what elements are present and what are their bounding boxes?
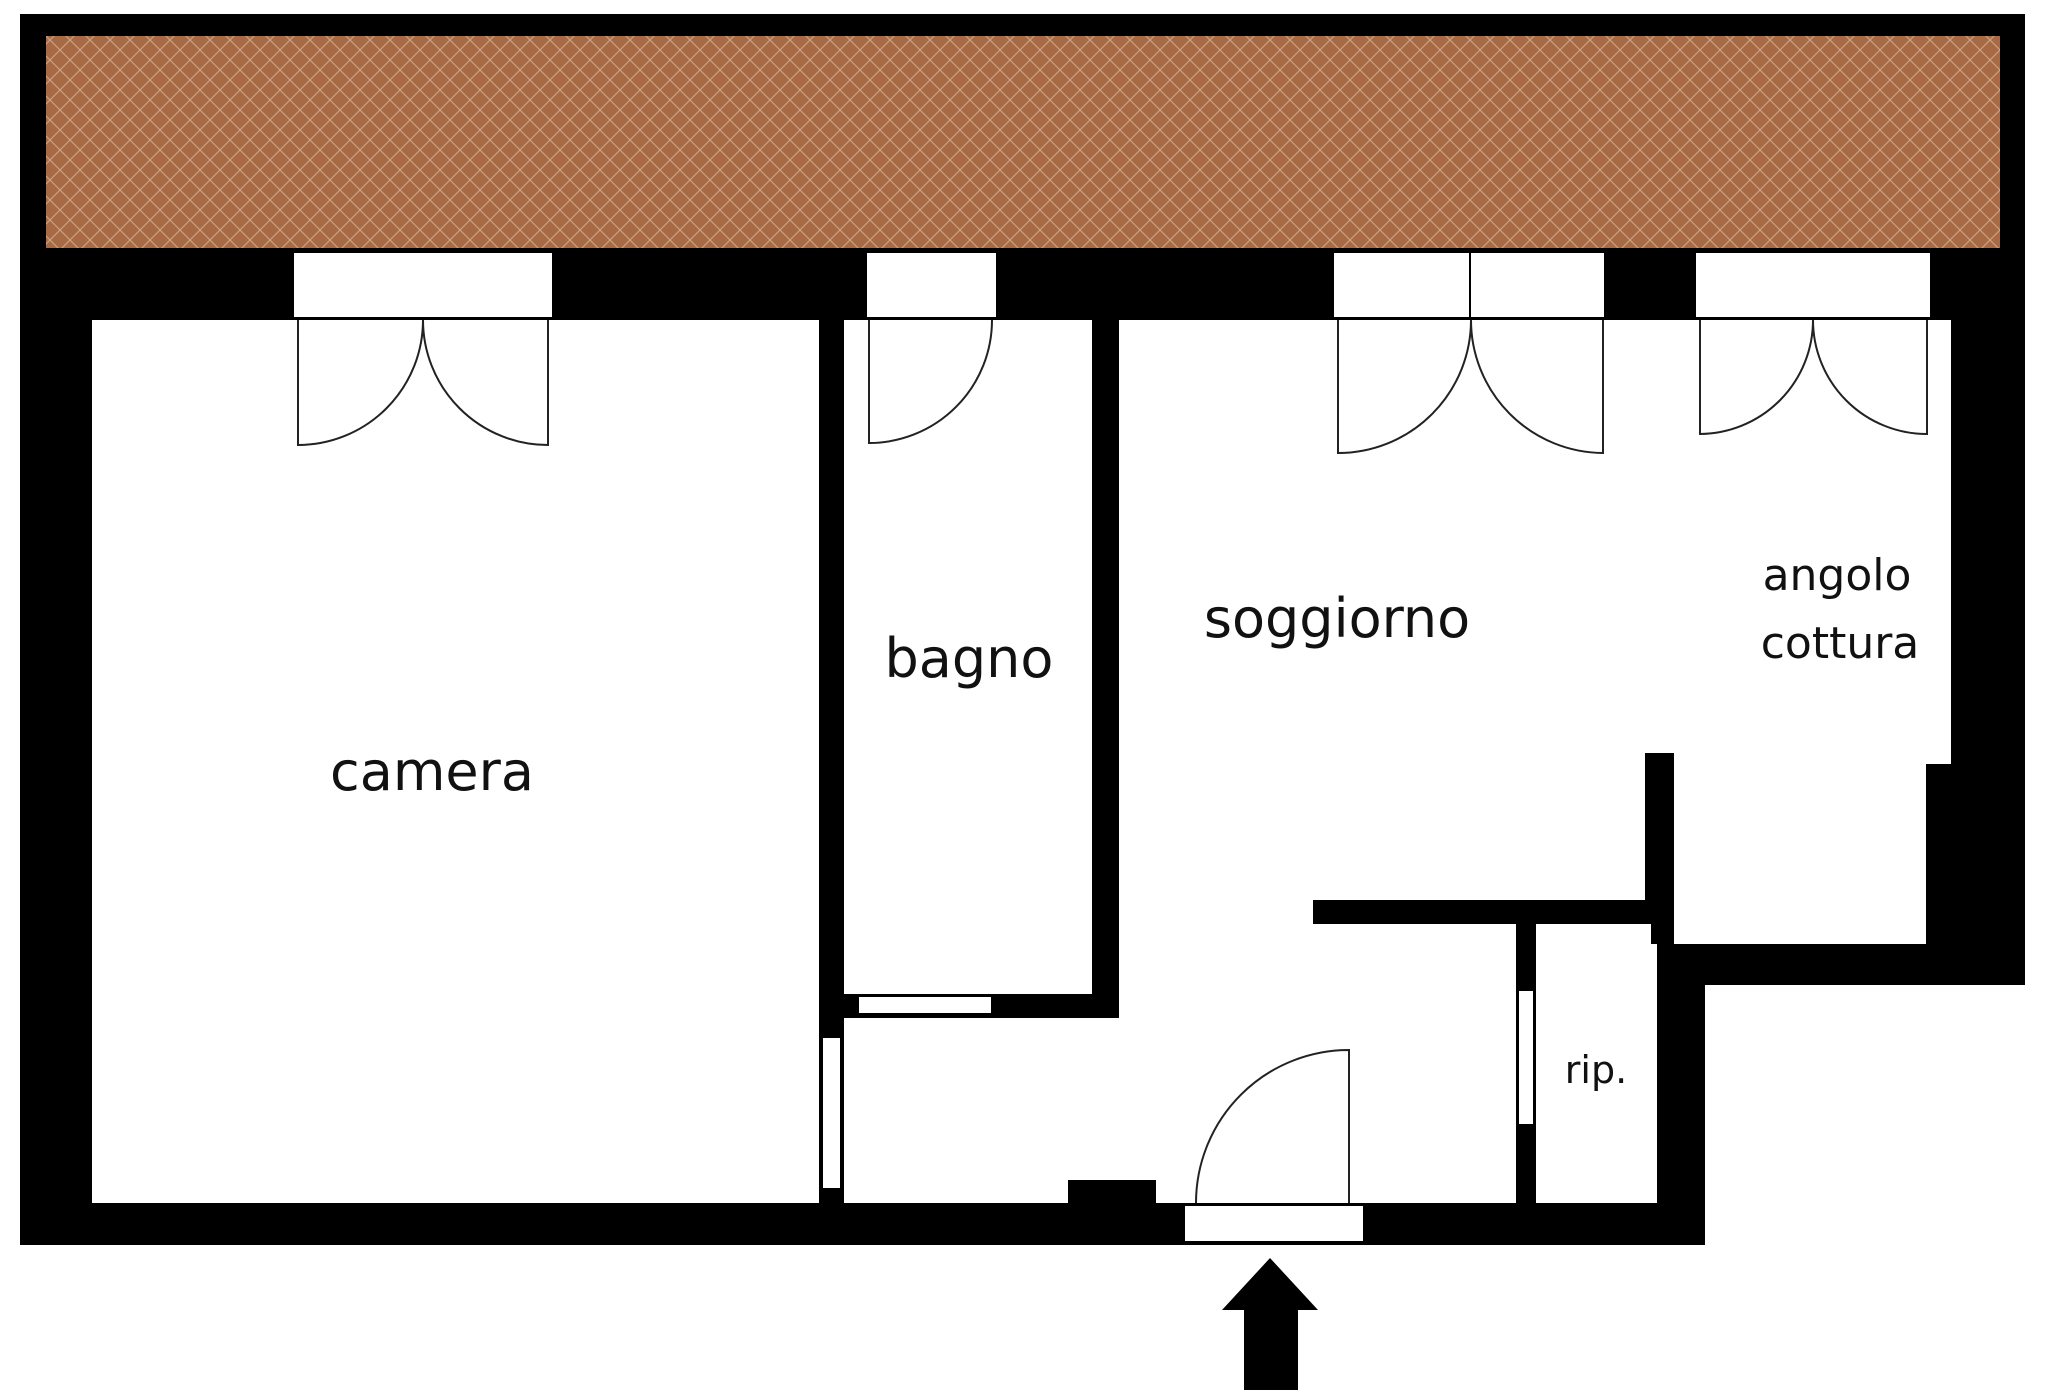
door-rip xyxy=(1517,989,1535,1126)
room-cottura-floor xyxy=(1674,320,1951,764)
door-bagno-hall xyxy=(857,995,993,1015)
entrance-arrow-icon xyxy=(1222,1258,1318,1390)
room-camera-floor xyxy=(92,320,819,1203)
window-bagno xyxy=(865,251,998,319)
windows-top xyxy=(292,251,1932,319)
interior-door-openings xyxy=(821,989,1535,1190)
room-labels: camera bagno soggiorno angolo cottura ri… xyxy=(330,550,1919,1092)
door-camera-hall xyxy=(821,1036,842,1190)
room-rip-floor xyxy=(1536,924,1657,1203)
room-floors xyxy=(92,320,1951,1203)
room-hall-floor xyxy=(844,1018,1526,1203)
label-bagno: bagno xyxy=(885,627,1054,690)
window-camera xyxy=(292,251,554,319)
room-bagno-floor xyxy=(844,320,1092,994)
label-camera: camera xyxy=(330,740,534,803)
label-soggiorno: soggiorno xyxy=(1204,587,1470,650)
window-cottura xyxy=(1694,251,1932,319)
label-cottura: cottura xyxy=(1761,618,1920,669)
door-swings xyxy=(297,319,1928,1204)
label-rip: rip. xyxy=(1565,1048,1627,1092)
label-angolo: angolo xyxy=(1763,550,1912,601)
terrace xyxy=(20,14,2025,250)
entrance-threshold xyxy=(1183,1204,1365,1243)
